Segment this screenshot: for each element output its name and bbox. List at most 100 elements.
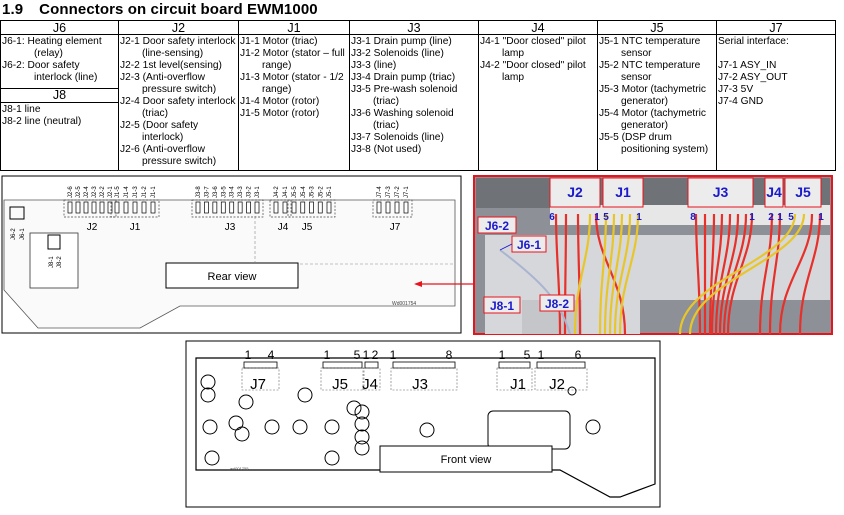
connector-entry: J7-2 ASY_OUT [718,72,788,83]
pin [132,201,138,214]
pin [246,201,251,214]
photo-pin-number: 1 [594,212,600,223]
connector-j7-housing [243,361,278,369]
wire [708,213,716,335]
photo-connector-label-j3: J3 [713,184,729,200]
callout-box [483,296,521,314]
pin-label: J7-3 [386,186,392,198]
connector-entry: J3-1 Drain pump (line) [351,36,452,47]
mounting-hole [354,429,370,445]
wire [688,213,806,335]
connector-entry: J5-4 Motor (tachymetric generator) [599,108,706,131]
pin-label: J5-2 [318,186,324,198]
header-j2: J2 [118,20,239,35]
front-pin-number: 2 [372,348,379,362]
j6-connector [9,206,25,220]
pin-label: J5-5 [292,186,298,198]
connector-j3-outline [390,367,458,391]
connector-j5-outline [320,367,365,391]
connector-label-j3: J3 [225,222,236,233]
connector-j5-housing [322,361,363,369]
wire [768,213,782,335]
connector-j4-housing [364,361,379,369]
pin-label: J1-5 [115,186,121,198]
connector-entry: J3-3 (line) [351,60,397,71]
pin-label: J3-6 [213,186,219,198]
pin [254,201,260,214]
mounting-hole [264,419,280,435]
pin [317,201,323,214]
connector-j3-outline [191,199,264,218]
connector-entry: J2-5 (Door safety interlock) [120,120,199,143]
pin-label: J6-1 [20,228,26,240]
front-pin-number: 5 [354,348,361,362]
connector-entry: J3-4 Drain pump (triac) [351,72,456,83]
connector-label-j4: J4 [278,222,289,233]
wire [694,213,702,335]
j8-connector [47,234,61,250]
pin-label: J2-2 [100,186,106,198]
mounting-hole [204,450,220,466]
photo-pin-number: 5 [788,212,794,223]
mounting-hole [354,440,370,456]
connector-entry: J5-3 Motor (tachymetric generator) [599,84,706,107]
connector-entry: J3-6 Washing solenoid (triac) [351,108,454,131]
front-pin-number: 1 [245,348,252,362]
wire [554,213,562,335]
photo-pin-number: 2 [768,212,774,223]
front-view-caption: Front view [441,454,492,466]
pin [204,201,209,214]
connector-entry: J3-7 Solenoids (line) [351,132,444,143]
photo-connector-label-j2: J2 [567,184,583,200]
connector-entry: J1-5 Motor (rotor) [240,108,320,119]
front-connector-label-j7: J7 [250,376,266,393]
photo-pin-number: 1 [818,212,824,223]
connector-j1-housing [498,361,531,369]
connector-label-j7: J7 [390,222,401,233]
front-pin-number: 4 [268,348,275,362]
connector-entry: J5-2 NTC temperature sensor [599,60,701,83]
pin [67,201,73,214]
pin-label: J3-5 [221,186,227,198]
wire [613,213,632,335]
connector-entry: J4-2 "Door closed" pilot lamp [480,60,586,83]
pin [220,201,226,214]
pin [394,201,400,214]
mounting-hole [234,426,250,442]
pin-label: J7-2 [395,186,401,198]
pin-label: J3-2 [247,186,253,198]
cell-j3: J3-1 Drain pump (line)J3-2 Solenoids (li… [349,34,479,171]
wire [576,213,582,335]
cell-j6: J6-1: Heating element (relay)J6-2: Door … [0,34,119,171]
wire [499,249,571,335]
front-connector-label-j2: J2 [549,376,565,393]
header-j4: J4 [478,20,598,35]
mounting-hole [346,400,362,416]
connector-entry: J7-4 GND [718,96,764,107]
pin [150,201,156,214]
callout-j6-2: J6-2 [485,219,509,233]
wire [714,213,732,335]
connector-entry: J2-3 (Anti-overflow pressure switch) [120,72,217,95]
callout-j8-1: J8-1 [490,299,514,313]
front-pin-number: 1 [390,348,397,362]
mounting-hole [292,419,308,435]
pin [212,201,218,214]
pin-label: J2-1 [108,186,114,198]
pin-label: J6-2 [11,228,17,240]
callout-box [539,294,575,312]
header-j3: J3 [349,20,479,35]
wire [710,213,724,335]
pin-label: J7-1 [404,186,410,198]
header-j7: J7 [716,20,836,35]
pin-label: J1-2 [142,186,148,198]
pin-label: J3-7 [204,186,210,198]
connector-entry: J1-4 Motor (rotor) [240,96,320,107]
connector-j7-outline [241,367,280,391]
pin [300,201,306,214]
front-view-caption-box [379,445,553,473]
connector-entry: J1-3 Motor (stator - 1/2 range) [240,72,344,95]
mounting-hole [354,404,370,420]
